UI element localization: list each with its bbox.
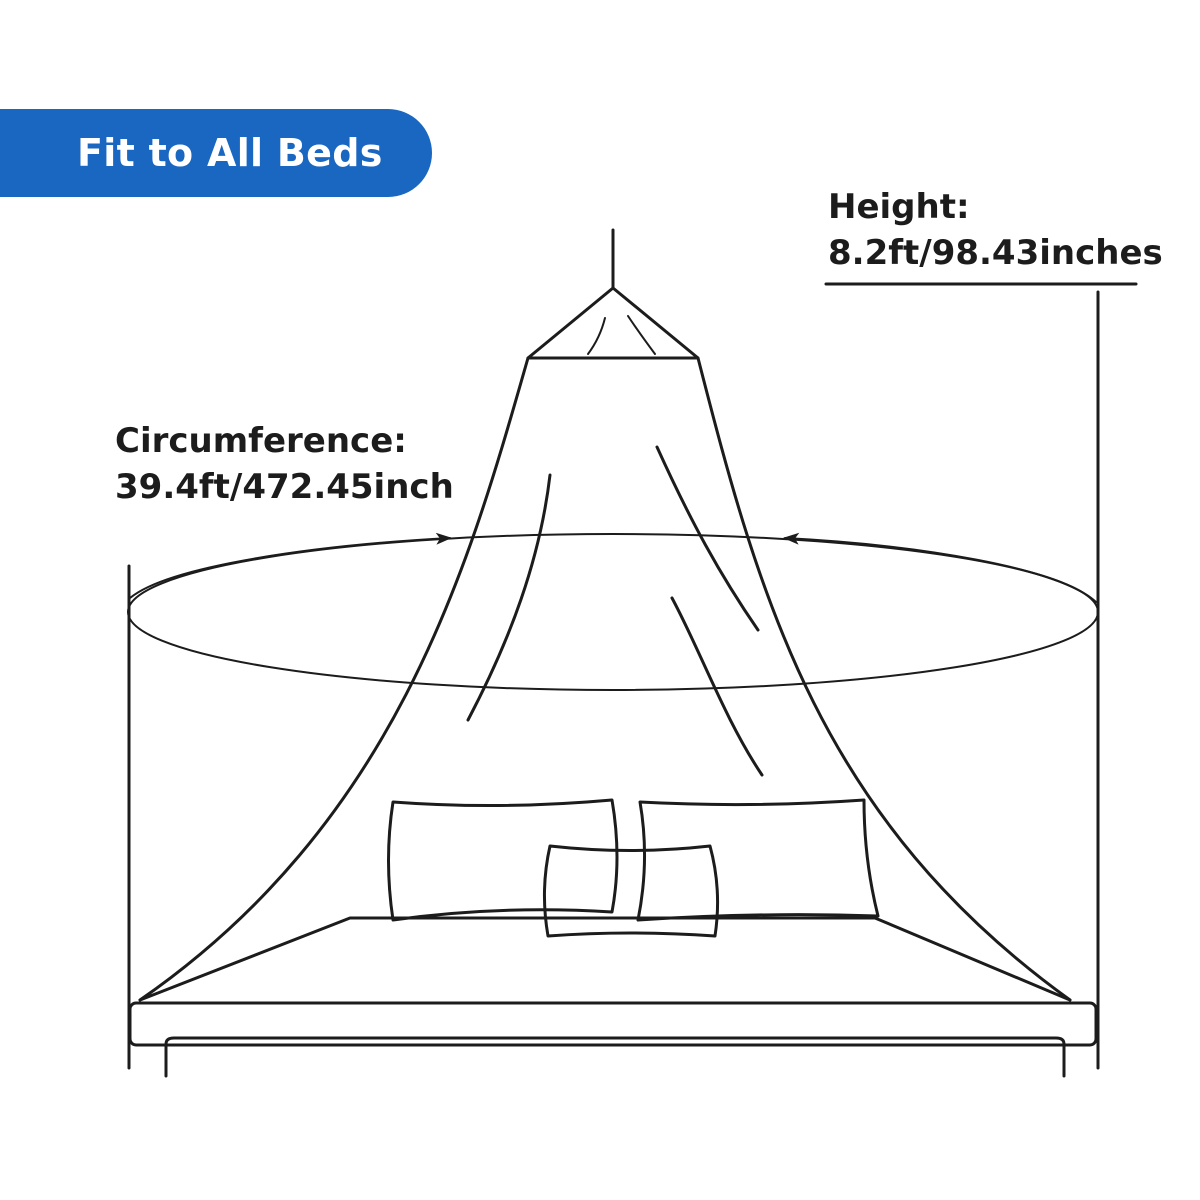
net-fold-line-2 [655,445,760,632]
bed-frame-inner [164,1036,1066,1078]
mattress-top [138,916,1072,1002]
canopy-top-cone [526,286,700,360]
canopy-top-fold-right [627,315,656,355]
circumference-label: Circumference: 39.4ft/472.45inch [115,418,454,510]
net-fold-line-3 [670,596,764,777]
pillow-left [387,798,619,922]
pillow-right [636,798,880,922]
circumference-ellipse [127,533,1099,691]
canopy-net-right-side [696,356,1072,1002]
circumference-arrow-right [783,532,1097,603]
height-label: Height: 8.2ft/98.43inches [828,184,1163,276]
bed-frame [128,1001,1098,1047]
canopy-net-left-side [138,356,530,1002]
circumference-arrow-left [129,532,452,599]
pillow-center [542,844,720,938]
circumference-value: 39.4ft/472.45inch [115,467,454,507]
canopy-top-fold-left [587,317,606,355]
height-value: 8.2ft/98.43inches [828,233,1163,273]
net-fold-line-1 [466,473,552,722]
circumference-title: Circumference: [115,421,407,461]
height-title: Height: [828,187,970,227]
badge-label: Fit to All Beds [77,131,383,175]
fit-to-all-beds-badge: Fit to All Beds [0,109,432,197]
